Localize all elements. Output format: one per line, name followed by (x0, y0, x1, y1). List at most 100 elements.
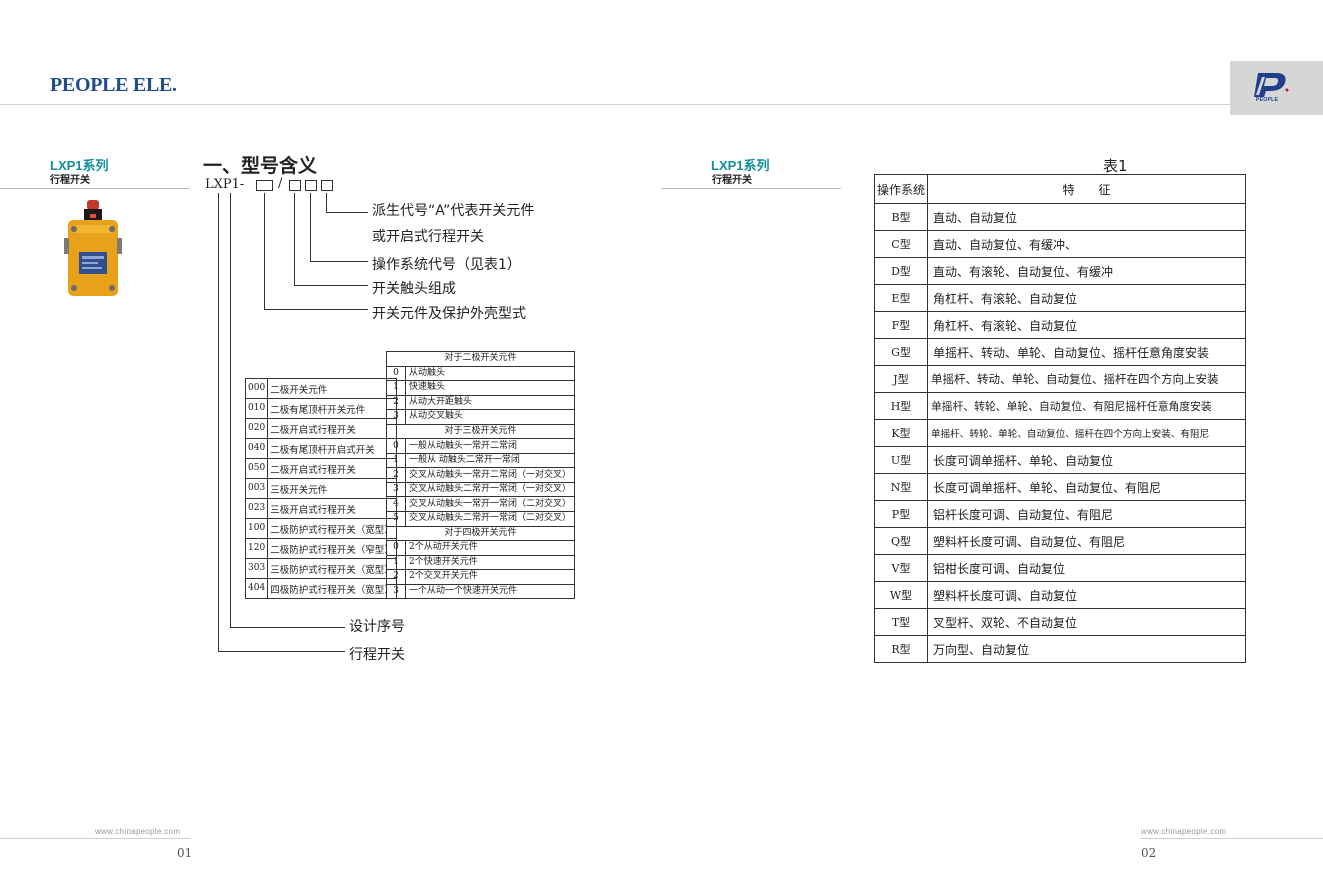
model-code: LXP1- (205, 177, 244, 192)
people-logo-icon (1254, 73, 1289, 97)
leader-line (264, 193, 265, 310)
section-title: 一、型号含义 (203, 155, 318, 177)
code-cell: 023 (244, 498, 269, 519)
table-row: F型角杠杆、有滚轮、自动复位 (874, 311, 1246, 339)
table-row: H型单摇杆、转轮、单轮、自动复位、有阻尼摇杆任意角度安装 (874, 392, 1246, 420)
code-desc: 三极开关元件 (267, 478, 397, 499)
table-group-heading: 对于三极开关元件 (386, 423, 575, 440)
table-group-heading: 对于二极开关元件 (386, 351, 575, 367)
table-row: P型铝杆长度可调、自动复位、有阻尼 (874, 500, 1246, 528)
operating-system-table: 操作系统 特 征 B型直动、自动复位 C型直动、自动复位、有缓冲、 D型直动、有… (874, 174, 1246, 663)
code-desc: 二极开启式行程开关 (267, 418, 397, 439)
header-divider (0, 104, 1230, 105)
leader-line (230, 627, 345, 628)
table-row: N型长度可调单摇杆、单轮、自动复位、有阻尼 (874, 473, 1246, 501)
table-row: D型直动、有滚轮、自动复位、有缓冲 (874, 257, 1246, 285)
table-row: Q型塑料杆长度可调、自动复位、有阻尼 (874, 527, 1246, 555)
leader-line (310, 261, 368, 262)
series-subtitle-right: 行程开关 (712, 175, 752, 186)
series-subtitle-left: 行程开关 (50, 175, 90, 186)
model-box-3 (305, 180, 317, 191)
series-divider-right (661, 188, 841, 189)
leader-line (294, 285, 368, 286)
code-desc: 四极防护式行程开关（宽型） (267, 578, 397, 599)
leader-line (294, 193, 295, 286)
table-group-heading: 对于四极开关元件 (386, 525, 575, 542)
column-header-features: 特 征 (927, 174, 1246, 204)
code-cell: 303 (244, 558, 269, 579)
table-row: R型万向型、自动复位 (874, 635, 1246, 663)
model-box-4 (321, 180, 333, 191)
label-contact-composition: 开关触头组成 (372, 281, 456, 297)
code-cell: 010 (244, 398, 269, 419)
logo-caption: PEOPLE (1256, 97, 1279, 103)
model-separator: / (278, 176, 283, 191)
code-cell: 003 (244, 478, 269, 499)
table-row: W型塑料杆长度可调、自动复位 (874, 581, 1246, 609)
model-box-2 (289, 180, 301, 191)
page-number-left: 01 (177, 846, 193, 860)
code-desc: 二极防护式行程开关（窄型） (267, 538, 397, 559)
code-cell: 120 (244, 538, 269, 559)
table-row: U型长度可调单摇杆、单轮、自动复位 (874, 446, 1246, 474)
label-derivative-code-cont: 或开启式行程开关 (372, 229, 484, 245)
limit-switch-product-image (64, 200, 122, 296)
leader-line (326, 212, 368, 213)
code-desc: 二极有尾顶杆开启式开关 (267, 438, 397, 459)
code-cell: 040 (244, 438, 269, 459)
footer-url-left[interactable]: www.chinapeople.com (95, 827, 181, 836)
table-row: G型单摇杆、转动、单轮、自动复位、摇杆任意角度安装 (874, 338, 1246, 366)
table-row: J型单摇杆、转动、单轮、自动复位、摇杆在四个方向上安装 (874, 365, 1246, 393)
leader-line (230, 193, 231, 628)
leader-line (264, 309, 368, 310)
code-cell: 020 (244, 418, 269, 439)
table1-title: 表1 (1103, 157, 1128, 175)
label-limit-switch: 行程开关 (349, 647, 405, 663)
table-row: K型单摇杆、转轮、单轮、自动复位、摇杆在四个方向上安装、有阻尼 (874, 419, 1246, 447)
code-desc: 三极开启式行程开关 (267, 498, 397, 519)
label-derivative-code: 派生代号“A”代表开关元件 (372, 203, 535, 219)
code-desc: 三极防护式行程开关（宽型） (267, 558, 397, 579)
code-desc: 二极开关元件 (267, 378, 397, 399)
label-operating-system-code: 操作系统代号（见表1） (372, 257, 521, 273)
series-divider-left (0, 188, 190, 189)
footer-divider-right (1140, 838, 1323, 839)
table-row: V型铝柑长度可调、自动复位 (874, 554, 1246, 582)
model-box-1 (256, 180, 273, 191)
table-row: E型角杠杆、有滚轮、自动复位 (874, 284, 1246, 312)
label-design-serial: 设计序号 (349, 619, 405, 635)
table-row: C型直动、自动复位、有缓冲、 (874, 230, 1246, 258)
footer-url-right[interactable]: www.chinapeople.com (1141, 827, 1227, 836)
code-cell: 100 (244, 518, 269, 539)
code-cell: 000 (244, 378, 269, 399)
series-title-right: LXP1系列 (711, 158, 770, 173)
code-desc: 二极防护式行程开关（宽型） (267, 518, 397, 539)
table-header-row: 操作系统 特 征 (874, 174, 1246, 204)
leader-line (218, 651, 345, 652)
code-desc: 二极开启式行程开关 (267, 458, 397, 479)
leader-line (326, 193, 327, 213)
